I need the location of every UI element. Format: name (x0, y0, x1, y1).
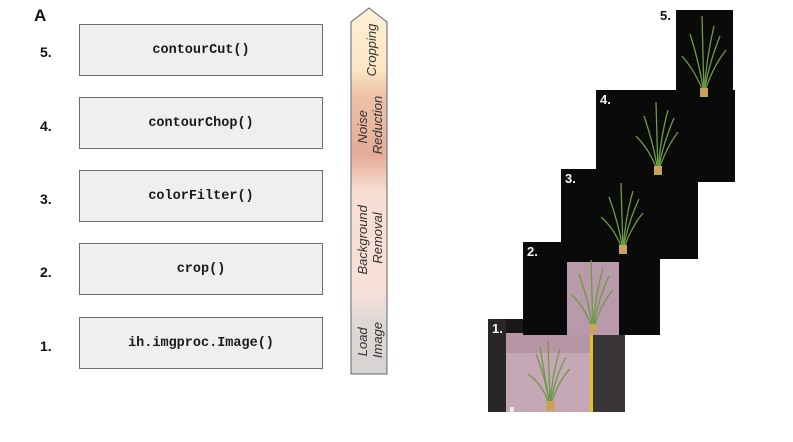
photo-4-scene (635, 101, 679, 175)
step-box-image: ih.imgproc.Image() (79, 317, 323, 369)
photo-number: 5. (660, 8, 671, 23)
photo-3-scene (600, 182, 644, 254)
step-box-contourcut: contourCut() (79, 24, 323, 76)
stage-label-background-removal: Background Removal (355, 201, 385, 274)
step-box-crop: crop() (79, 243, 323, 295)
photo-step-5 (676, 10, 733, 102)
step-number: 4. (40, 118, 52, 134)
step-number: 1. (40, 338, 52, 354)
photo-number: 2. (527, 244, 538, 259)
photo-number: 3. (565, 171, 576, 186)
step-box-colorfilter: colorFilter() (79, 170, 323, 222)
photo-number: 1. (492, 321, 503, 336)
photo-step-4: 4. (596, 90, 735, 182)
photo-number: 4. (600, 92, 611, 107)
photo-2-scene (567, 259, 619, 335)
step-number: 3. (40, 191, 52, 207)
step-number: 2. (40, 264, 52, 280)
stage-arrow-shape (350, 7, 388, 375)
panel-label: A (34, 6, 47, 25)
photo-step-1: 1. (488, 319, 625, 412)
photo-5-scene (681, 15, 727, 97)
photo-step-2: 2. (523, 242, 660, 335)
step-box-contourchop: contourChop() (79, 97, 323, 149)
photo-step-3: 3. (561, 169, 698, 259)
stage-label-cropping: Cropping (364, 23, 379, 77)
photo-1-scene (488, 319, 625, 412)
stage-label-noise-reduction: Noise Reduction (355, 96, 385, 155)
step-number: 5. (40, 44, 52, 60)
stage-label-load-image: Load Image (355, 322, 385, 358)
